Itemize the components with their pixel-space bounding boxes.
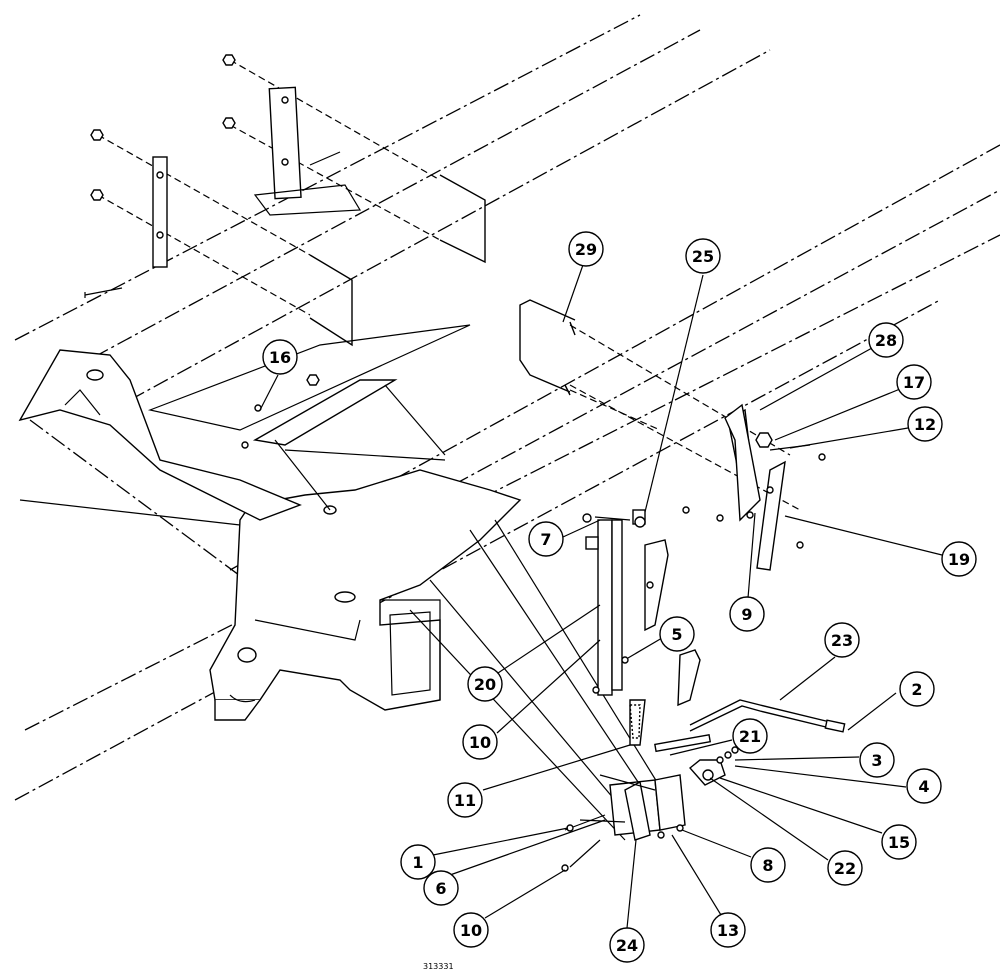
- callout-13: 13: [710, 912, 746, 948]
- svg-text:28: 28: [875, 331, 897, 350]
- svg-text:25: 25: [692, 247, 714, 266]
- callout-8: 8: [750, 847, 786, 883]
- svg-text:7: 7: [540, 530, 551, 549]
- svg-text:19: 19: [948, 550, 970, 569]
- callout-29: 29: [568, 231, 604, 267]
- callout-10-lower: 10: [453, 912, 489, 948]
- callout-5: 5: [659, 616, 695, 652]
- leader-lines: [259, 261, 943, 929]
- callout-10-upper: 10: [462, 724, 498, 760]
- svg-text:29: 29: [575, 240, 597, 259]
- callout-9: 9: [729, 596, 765, 632]
- callout-2: 2: [899, 671, 935, 707]
- svg-text:6: 6: [435, 879, 446, 898]
- svg-text:12: 12: [914, 415, 936, 434]
- callout-1: 1: [400, 844, 436, 880]
- callout-6: 6: [423, 870, 459, 906]
- callout-28: 28: [868, 322, 904, 358]
- clamp-hardware-upper: [84, 54, 486, 347]
- right-bracket: [724, 403, 826, 571]
- callout-25: 25: [685, 238, 721, 274]
- frame-assembly: [18, 349, 666, 841]
- callout-3: 3: [859, 742, 895, 778]
- callout-11: 11: [447, 782, 483, 818]
- svg-text:16: 16: [269, 348, 291, 367]
- drawing-number: 313331: [423, 962, 454, 971]
- svg-text:17: 17: [903, 373, 925, 392]
- callout-7: 7: [528, 521, 564, 557]
- callout-12: 12: [907, 406, 943, 442]
- svg-text:23: 23: [831, 631, 853, 650]
- nut-icons: [90, 54, 236, 201]
- u-bolt-29: [519, 299, 576, 396]
- centerlines: [14, 14, 1000, 801]
- svg-text:15: 15: [888, 833, 910, 852]
- svg-text:11: 11: [454, 791, 476, 810]
- callout-23: 23: [824, 622, 860, 658]
- svg-text:22: 22: [834, 859, 856, 878]
- callout-15: 15: [881, 824, 917, 860]
- svg-text:8: 8: [762, 856, 773, 875]
- svg-text:3: 3: [871, 751, 882, 770]
- svg-text:24: 24: [616, 936, 638, 955]
- svg-text:10: 10: [469, 733, 491, 752]
- middle-bracket: [147, 324, 471, 511]
- alignment-lines: [97, 59, 801, 511]
- svg-text:9: 9: [741, 605, 752, 624]
- svg-text:20: 20: [474, 675, 496, 694]
- callout-16: 16: [262, 339, 298, 375]
- small-hardware: [306, 374, 739, 872]
- svg-text:5: 5: [671, 625, 682, 644]
- svg-text:2: 2: [911, 680, 922, 699]
- svg-text:1: 1: [412, 853, 423, 872]
- callout-24: 24: [609, 927, 645, 963]
- svg-text:21: 21: [739, 727, 761, 746]
- callout-21: 21: [732, 718, 768, 754]
- callout-19: 19: [941, 541, 977, 577]
- svg-text:13: 13: [717, 921, 739, 940]
- svg-text:10: 10: [460, 921, 482, 940]
- callout-22: 22: [827, 850, 863, 886]
- lever-assembly: [579, 509, 701, 841]
- rod-assembly: [654, 699, 846, 786]
- callout-20: 20: [467, 666, 503, 702]
- callout-bubbles: 29 25 28 17 12 16 19 7 9 5 20 23 2 10 21…: [262, 231, 977, 963]
- callout-4: 4: [906, 768, 942, 804]
- svg-text:4: 4: [918, 777, 929, 796]
- callout-17: 17: [896, 364, 932, 400]
